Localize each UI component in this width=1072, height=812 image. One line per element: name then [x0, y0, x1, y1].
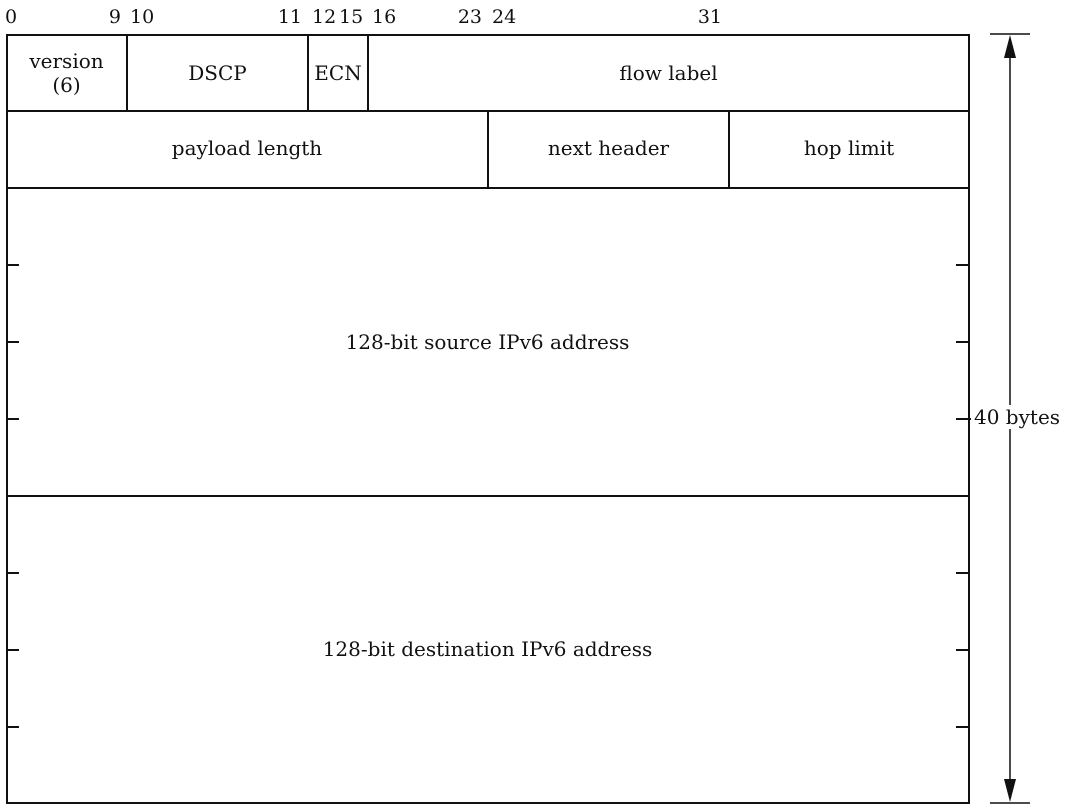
word-tick	[6, 572, 19, 574]
word-tick	[956, 341, 969, 343]
word-tick	[956, 572, 969, 574]
hop-limit-label: hop limit	[803, 136, 895, 160]
bit-number-23: 31	[697, 6, 722, 28]
separator-next-hop	[728, 110, 730, 188]
dscp-label: DSCP	[188, 60, 247, 85]
word-tick	[6, 649, 19, 651]
flow-label-field: flow label	[368, 34, 969, 111]
word-tick	[6, 418, 19, 420]
word-tick	[6, 726, 19, 728]
hop-limit-field: hop limit	[729, 110, 969, 186]
bit-number-12: 16	[372, 6, 397, 28]
bit-number-9: 11	[277, 6, 302, 28]
source-address-field: 128-bit source IPv6 address	[6, 188, 969, 495]
size-label-tick	[958, 418, 971, 420]
separator-ecn-flow	[367, 34, 369, 111]
bit-number-10: 12	[312, 6, 337, 28]
word-tick	[956, 649, 969, 651]
source-address-label: 128-bit source IPv6 address	[345, 329, 630, 354]
flow-label-label: flow label	[619, 60, 718, 85]
version-value: (6)	[52, 72, 81, 97]
dscp-field: DSCP	[127, 34, 308, 111]
bit-number-11: 15	[339, 6, 364, 28]
version-field: version (6)	[6, 34, 127, 111]
bit-number-4: 10	[130, 6, 155, 28]
payload-length-label: payload length	[171, 136, 323, 160]
word-tick	[956, 264, 969, 266]
word-tick	[956, 726, 969, 728]
word-tick	[6, 341, 19, 343]
ecn-label: ECN	[314, 60, 362, 85]
header-size-label: 40 bytes	[972, 405, 1066, 429]
bit-number-0: 0	[4, 6, 18, 28]
version-label: version	[29, 48, 104, 73]
ecn-field: ECN	[308, 34, 368, 111]
destination-address-label: 128-bit destination IPv6 address	[322, 637, 653, 661]
separator-version-dscp	[126, 34, 128, 111]
word-tick	[6, 264, 19, 266]
source-bottom-line	[6, 495, 970, 497]
bit-number-3: 9	[108, 6, 121, 28]
destination-address-field: 128-bit destination IPv6 address	[6, 496, 969, 802]
separator-dscp-ecn	[307, 34, 309, 111]
payload-length-field: payload length	[6, 110, 488, 186]
frame-top-line	[6, 34, 970, 36]
frame-bottom-line	[6, 802, 970, 804]
bit-number-15: 23	[457, 6, 482, 28]
separator-payload-next	[487, 110, 489, 188]
next-header-label: next header	[547, 136, 670, 160]
next-header-field: next header	[488, 110, 729, 186]
bit-number-16: 24	[492, 6, 517, 28]
